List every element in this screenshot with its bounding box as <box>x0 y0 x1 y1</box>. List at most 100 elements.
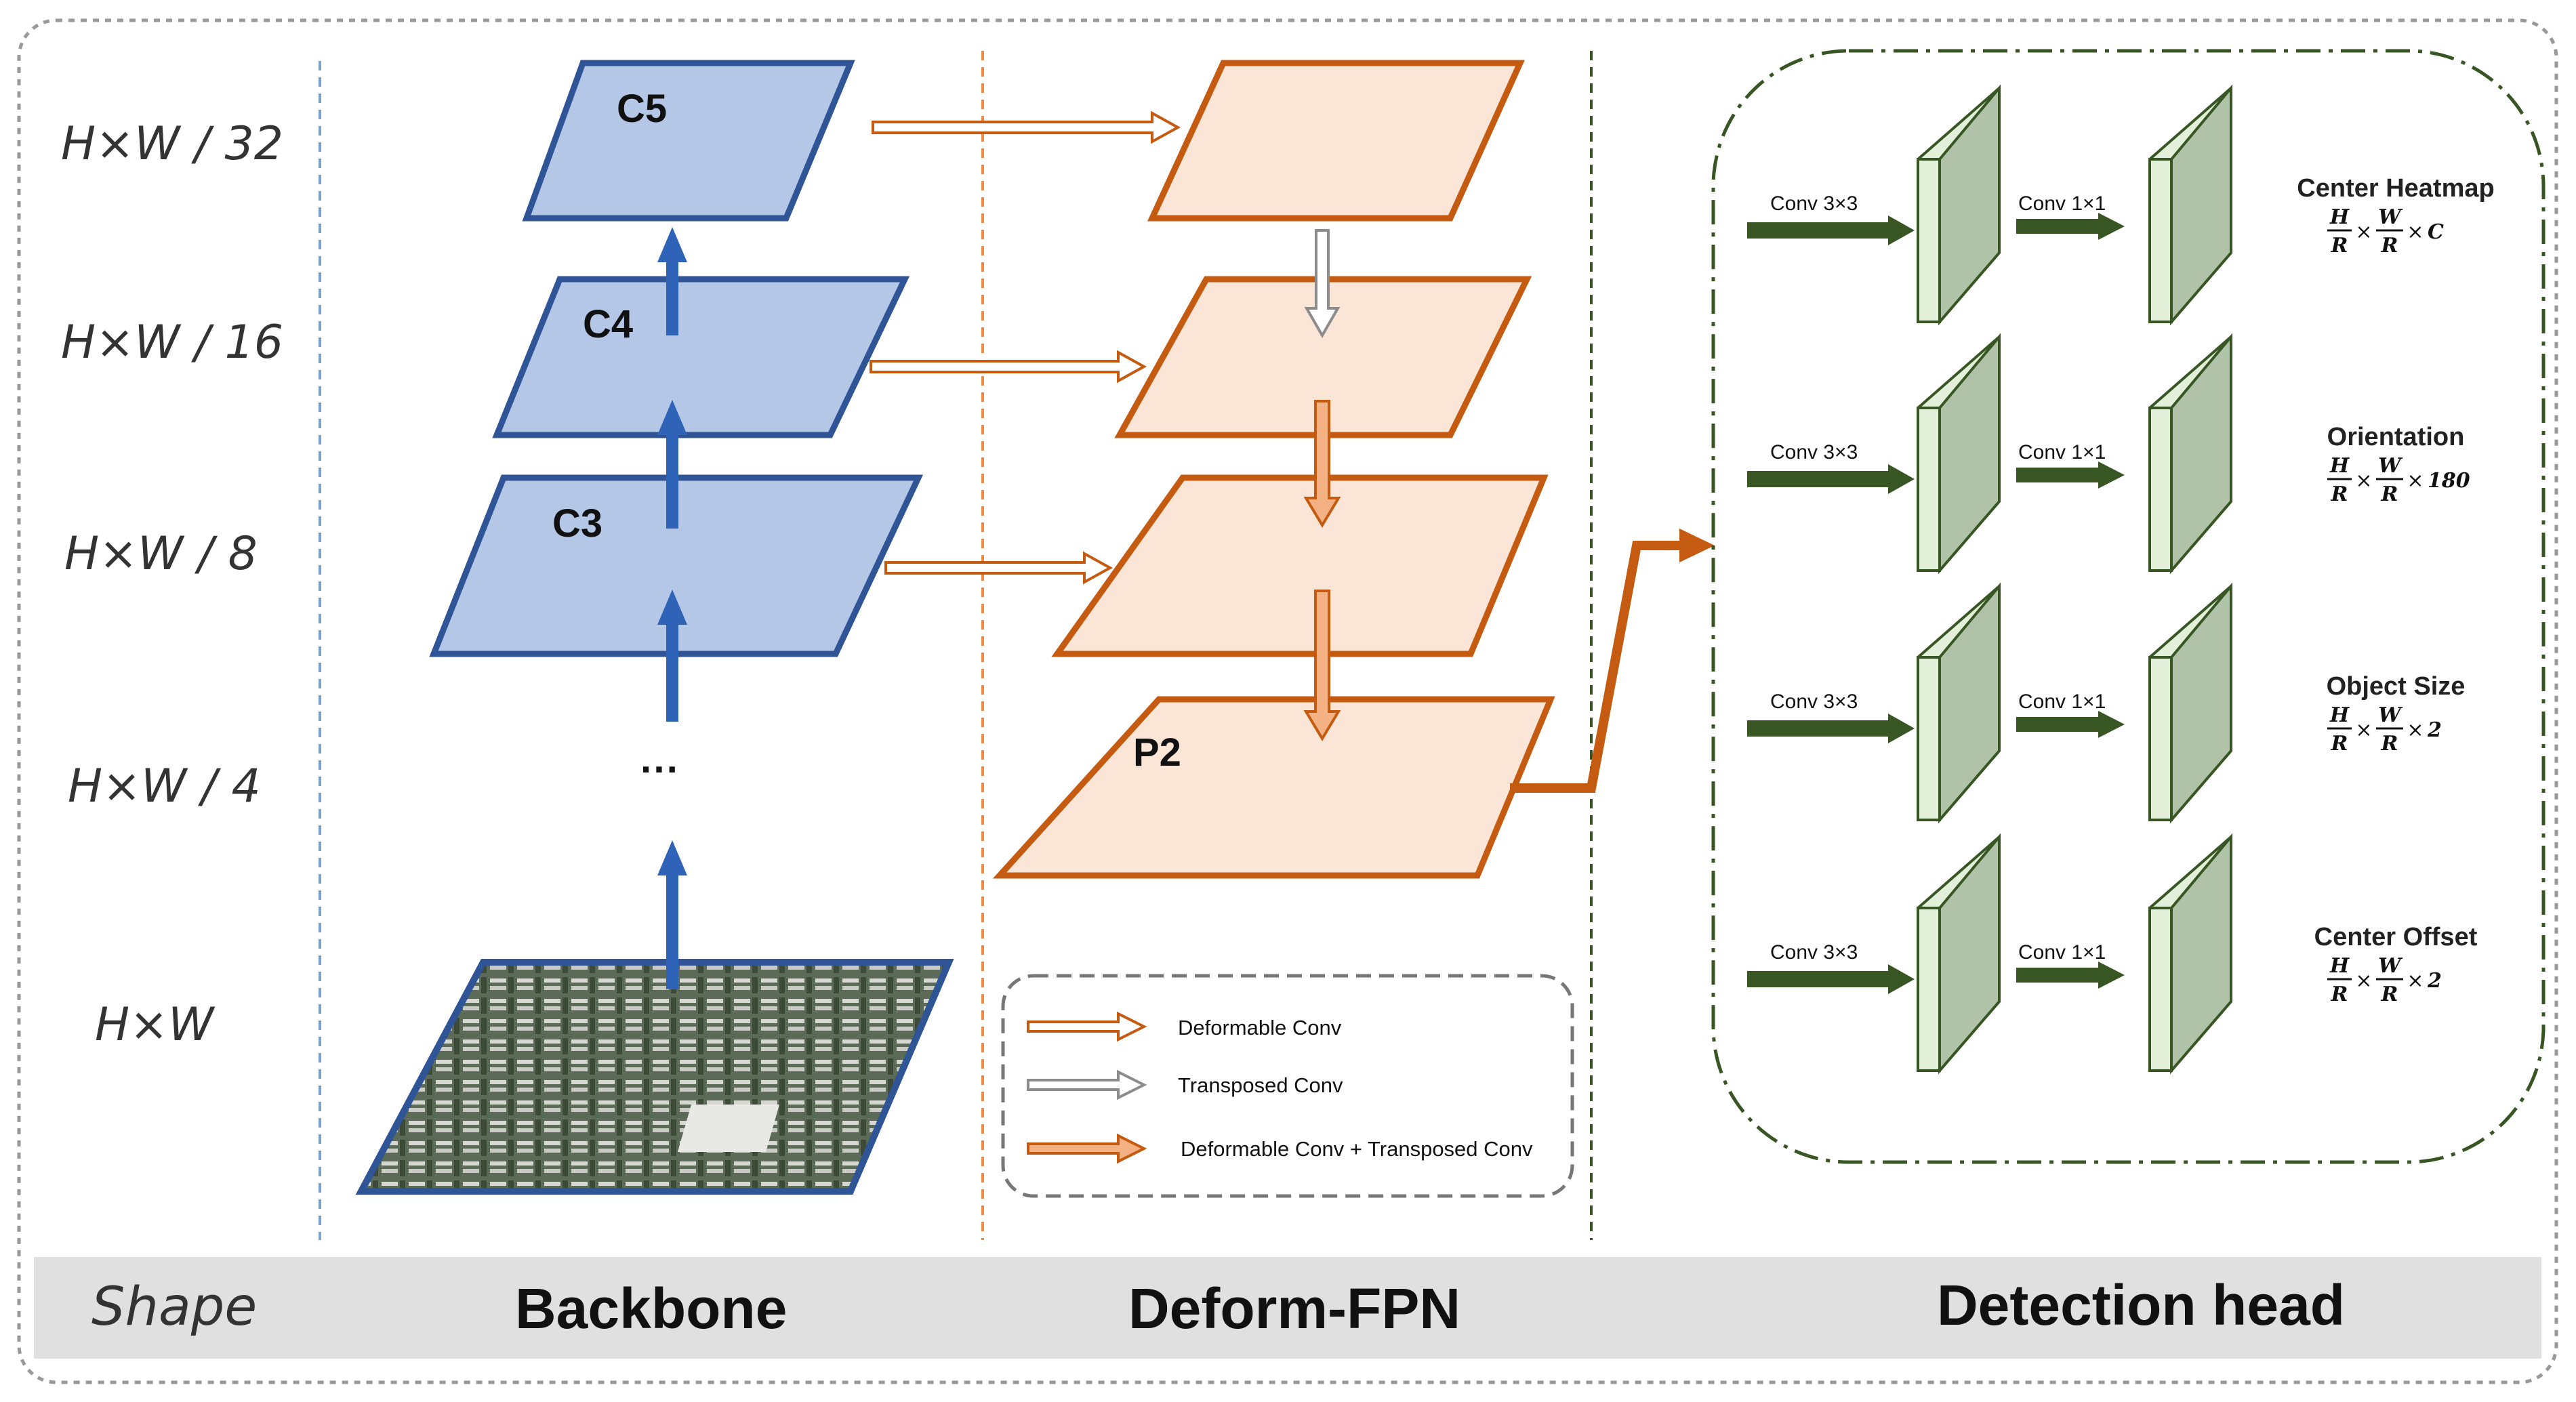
formula-channels: C <box>2428 220 2444 244</box>
legend-transposed-label: Transposed Conv <box>1178 1073 1343 1097</box>
conv3x3-label: Conv 3×3 <box>1770 941 1858 964</box>
conv1x1-arrow-shaft <box>2016 717 2100 732</box>
conv3x3-arrow-shaft <box>1747 971 1889 987</box>
feature-block-face <box>1938 582 2001 824</box>
formula-w: W <box>2378 454 2403 478</box>
backbone-c5-label: C5 <box>617 87 667 131</box>
conv3x3-arrow-head <box>1888 714 1915 743</box>
fpn-level4-plane <box>1114 276 1532 438</box>
formula-w: W <box>2378 703 2403 727</box>
formula-h: H <box>2329 205 2350 229</box>
conv1x1-arrow-head <box>2098 711 2125 738</box>
conv3x3-label: Conv 3×3 <box>1770 441 1858 463</box>
legend-deformable-label: Deformable Conv <box>1178 1016 1342 1039</box>
backbone-c3-plane <box>429 474 924 657</box>
conv1x1-arrow-shaft <box>2016 468 2100 482</box>
formula-r: R <box>2381 983 2398 1006</box>
conv1x1-arrow-shaft <box>2016 968 2100 983</box>
formula-r: R <box>2381 234 2398 257</box>
legend-transposed-arrow <box>1027 1069 1147 1100</box>
conv3x3-arrow-shaft <box>1747 471 1889 487</box>
formula-times: × <box>2407 220 2424 244</box>
formula-channels: 2 <box>2427 969 2442 993</box>
conv3x3-label: Conv 3×3 <box>1770 690 1858 713</box>
lateral-deformable-arrows <box>870 110 1181 585</box>
formula-r: R <box>2381 732 2398 756</box>
conv1x1-arrow-shaft <box>2016 219 2100 234</box>
output-block-face <box>2170 582 2232 824</box>
formula-h: H <box>2329 703 2350 727</box>
formula-times: × <box>2407 718 2424 742</box>
output-shape-formula: HR×WR×2 <box>2327 703 2442 756</box>
output-title: Object Size <box>2327 672 2466 701</box>
output-title: Center Offset <box>2314 923 2478 951</box>
fpn-combined-arrow-2 <box>1303 590 1341 741</box>
formula-times: × <box>2407 969 2424 993</box>
output-shape-formula: HR×WR×180 <box>2327 454 2470 506</box>
conv3x3-arrow-shaft <box>1747 720 1889 737</box>
detection-head-box <box>1711 49 2546 1164</box>
formula-r: R <box>2331 983 2348 1006</box>
feature-block-edge <box>1917 407 1941 572</box>
conv3x3-label: Conv 3×3 <box>1770 192 1858 215</box>
shape-label-32: H×W / 32 <box>61 117 283 171</box>
conv1x1-label: Conv 1×1 <box>2018 192 2106 215</box>
footer-backbone-label: Backbone <box>515 1277 787 1340</box>
formula-h: H <box>2329 454 2350 478</box>
formula-times: × <box>2355 220 2372 244</box>
fpn-level5-plane <box>1147 60 1525 222</box>
fpn-combined-arrow-1 <box>1303 400 1341 528</box>
conv1x1-label: Conv 1×1 <box>2018 441 2106 463</box>
output-block-face <box>2170 333 2232 575</box>
outer-frame <box>17 18 2558 1384</box>
backbone-c3-label: C3 <box>552 501 602 545</box>
feature-block-face <box>1938 84 2001 326</box>
conv3x3-arrow-shaft <box>1747 222 1889 239</box>
output-block-edge <box>2148 407 2173 572</box>
footer-shape-label: Shape <box>91 1277 257 1338</box>
output-shape-formula: HR×WR×C <box>2327 205 2444 257</box>
conv3x3-arrow-head <box>1888 464 1915 494</box>
shape-label-16: H×W / 16 <box>61 316 283 369</box>
output-title: Center Heatmap <box>2297 174 2494 203</box>
feature-block-face <box>1938 333 2001 575</box>
conv3x3-arrow-head <box>1888 215 1915 245</box>
output-block-edge <box>2148 158 2173 323</box>
formula-times: × <box>2355 469 2372 493</box>
legend-combined-arrow <box>1027 1133 1147 1164</box>
input-aerial-image <box>355 959 954 1195</box>
backbone-c5-plane <box>522 60 855 222</box>
conv1x1-label: Conv 1×1 <box>2018 690 2106 713</box>
output-block-edge <box>2148 907 2173 1072</box>
shape-label-4: H×W / 4 <box>68 760 261 813</box>
feature-block-edge <box>1917 158 1941 323</box>
conv1x1-arrow-head <box>2098 213 2125 240</box>
fpn-level3-plane <box>1051 474 1549 657</box>
backbone-c4-label: C4 <box>583 302 633 346</box>
footer-fpn-label: Deform-FPN <box>1128 1277 1460 1340</box>
feature-block-face <box>1938 833 2001 1075</box>
legend-deformable-arrow <box>1027 1011 1147 1042</box>
legend-box <box>1001 974 1574 1198</box>
formula-r: R <box>2381 482 2398 506</box>
formula-w: W <box>2378 205 2403 229</box>
output-block-face <box>2170 84 2232 326</box>
formula-channels: 180 <box>2428 469 2470 493</box>
footer-head-label: Detection head <box>1937 1273 2345 1337</box>
output-shape-formula: HR×WR×2 <box>2327 954 2442 1006</box>
feature-block-edge <box>1917 907 1941 1072</box>
feature-block-edge <box>1917 656 1941 821</box>
shape-label-8: H×W / 8 <box>64 527 258 581</box>
formula-channels: 2 <box>2427 718 2442 742</box>
conv1x1-label: Conv 1×1 <box>2018 941 2106 964</box>
output-title: Orientation <box>2327 423 2465 451</box>
fpn-transposed-arrow <box>1304 229 1341 339</box>
formula-times: × <box>2407 469 2424 493</box>
conv3x3-arrow-head <box>1888 964 1915 994</box>
